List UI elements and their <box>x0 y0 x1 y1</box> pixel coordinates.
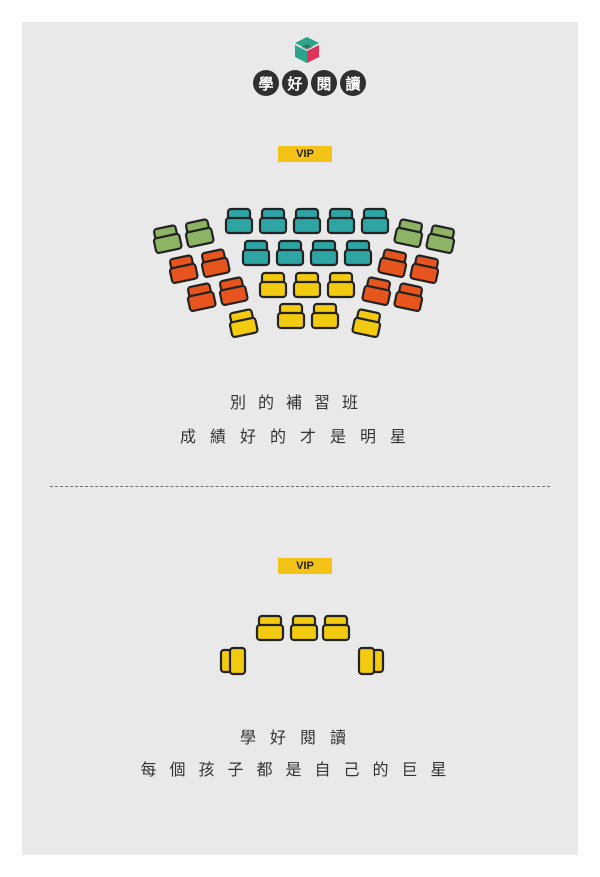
seat-icon <box>258 271 288 299</box>
seat-icon <box>224 207 254 235</box>
seat-icon <box>276 302 306 330</box>
classroom-seating-full <box>152 207 456 339</box>
caption-line1: 別的補習班 <box>229 393 370 412</box>
seat-icon <box>289 614 319 642</box>
caption-line1: 學好閱讀 <box>239 728 360 747</box>
seat-icon <box>393 282 424 313</box>
classroom-seating-small <box>219 614 385 676</box>
brand-char: 學 <box>253 70 279 96</box>
seat-icon <box>361 276 392 307</box>
seat-icon <box>152 224 183 255</box>
seat-icon <box>351 308 382 339</box>
seat-icon <box>186 282 217 313</box>
seat-icon <box>292 271 322 299</box>
vip-badge: VIP <box>278 146 332 162</box>
seat-icon <box>357 646 385 676</box>
seat-icon <box>200 248 231 279</box>
brand-char: 閱 <box>311 70 337 96</box>
seat-icon <box>393 218 424 249</box>
seat-icon <box>218 276 249 307</box>
seat-icon <box>360 207 390 235</box>
seat-icon <box>292 207 322 235</box>
dashed-divider <box>50 486 550 487</box>
seat-icon <box>425 224 456 255</box>
vip-badge: VIP <box>278 558 332 574</box>
seat-icon <box>255 614 285 642</box>
brand-title: 學 好 閱 讀 <box>253 70 366 98</box>
seat-icon <box>275 239 305 267</box>
seat-icon <box>219 646 247 676</box>
seat-icon <box>409 254 440 285</box>
seat-icon <box>241 239 271 267</box>
seat-icon <box>310 302 340 330</box>
seat-icon <box>321 614 351 642</box>
seat-icon <box>184 218 215 249</box>
seat-icon <box>377 248 408 279</box>
brand-char: 讀 <box>340 70 366 96</box>
seat-icon <box>326 207 356 235</box>
caption-line2: 每個孩子都是自己的巨星 <box>140 760 460 779</box>
caption-line2: 成績好的才是明星 <box>179 427 420 446</box>
seat-icon <box>258 207 288 235</box>
seat-icon <box>343 239 373 267</box>
seat-icon <box>228 308 259 339</box>
logo-cube-icon <box>295 37 319 63</box>
seat-icon <box>309 239 339 267</box>
seat-icon <box>326 271 356 299</box>
seat-icon <box>168 254 199 285</box>
brand-char: 好 <box>282 70 308 96</box>
